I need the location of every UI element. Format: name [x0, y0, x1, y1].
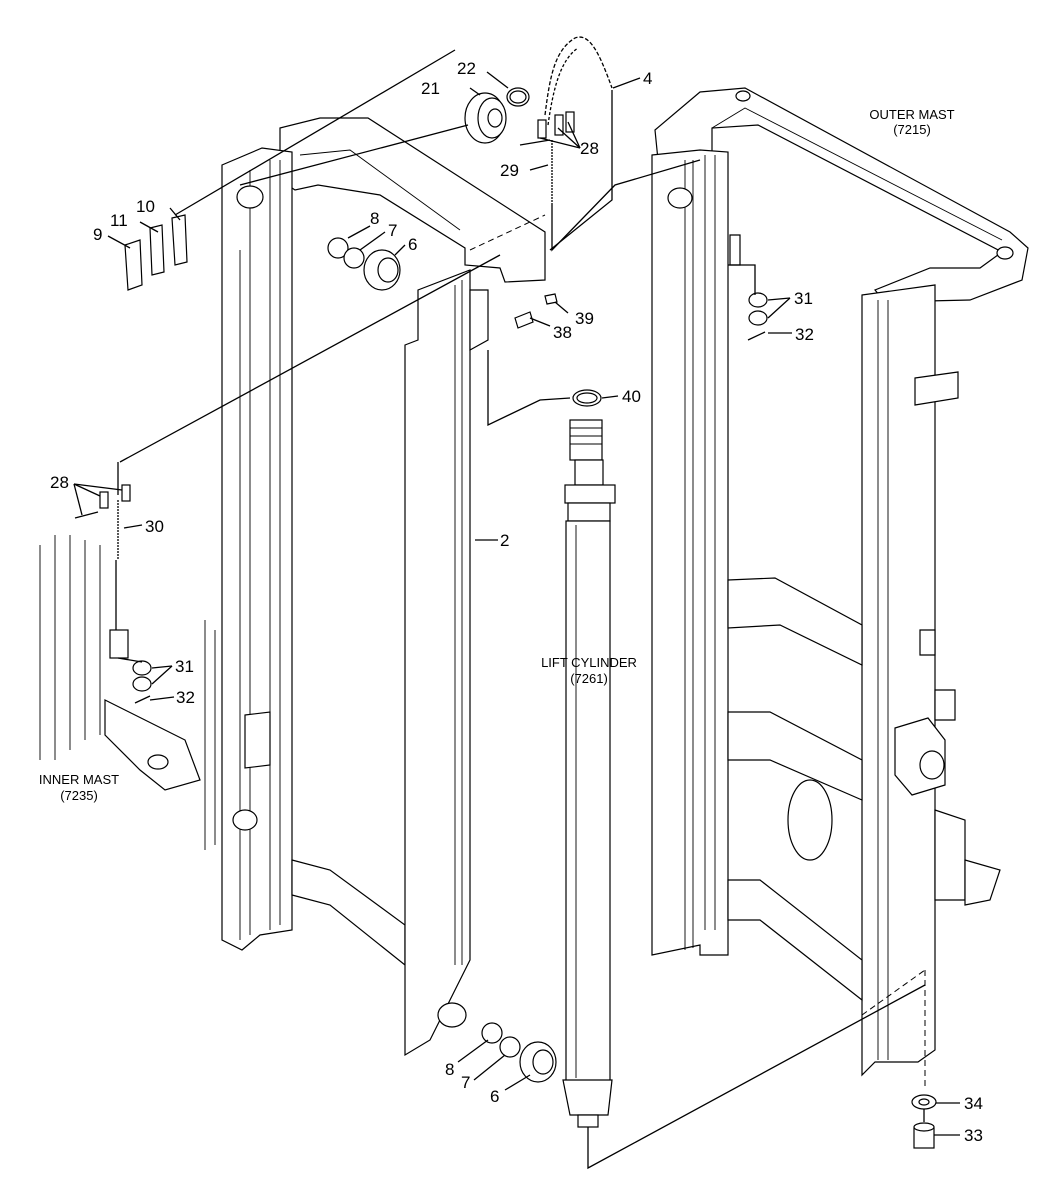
callout-22: 22 [457, 59, 476, 78]
callout-31-right: 31 [794, 289, 813, 308]
callout-32-left: 32 [176, 688, 195, 707]
callout-29: 29 [500, 161, 519, 180]
callout-6-top: 6 [408, 235, 417, 254]
lift-cylinder-label: LIFT CYLINDER [541, 655, 637, 670]
outer-mast-code: (7215) [893, 122, 931, 137]
inner-mast-label: INNER MAST [39, 772, 119, 787]
lift-cylinder-code: (7261) [570, 671, 608, 686]
callout-10: 10 [136, 197, 155, 216]
callout-32-right: 32 [795, 325, 814, 344]
outer-mast-label: OUTER MAST [869, 107, 954, 122]
leader-lines [73, 71, 960, 1136]
callout-6-bottom: 6 [490, 1087, 499, 1106]
callout-31-left: 31 [175, 657, 194, 676]
callout-labels: 2 4 21 22 28 29 10 11 9 8 7 6 39 38 40 3… [50, 59, 983, 1145]
callout-4: 4 [643, 69, 652, 88]
callout-9: 9 [93, 225, 102, 244]
inner-mast-code: (7235) [60, 788, 98, 803]
callout-2: 2 [500, 531, 509, 550]
callout-30: 30 [145, 517, 164, 536]
callout-7-top: 7 [388, 221, 397, 240]
callout-28-left: 28 [50, 473, 69, 492]
callout-33: 33 [964, 1126, 983, 1145]
callout-7-bottom: 7 [461, 1073, 470, 1092]
callout-28-top: 28 [580, 139, 599, 158]
callout-34: 34 [964, 1094, 983, 1113]
callout-8-bottom: 8 [445, 1060, 454, 1079]
assembly-captions: OUTER MAST (7215) INNER MAST (7235) LIFT… [39, 107, 955, 803]
small-parts [74, 36, 937, 1149]
outer-mast-drawing [651, 87, 1029, 1077]
callout-39: 39 [575, 309, 594, 328]
callout-40: 40 [622, 387, 641, 406]
reference-lines [115, 49, 926, 1170]
callout-8-top: 8 [370, 209, 379, 228]
callout-11: 11 [110, 211, 128, 230]
callout-21: 21 [421, 79, 440, 98]
lift-cylinder-drawing [562, 419, 616, 1128]
callout-38: 38 [553, 323, 572, 342]
inner-mast-drawing [39, 117, 546, 1057]
